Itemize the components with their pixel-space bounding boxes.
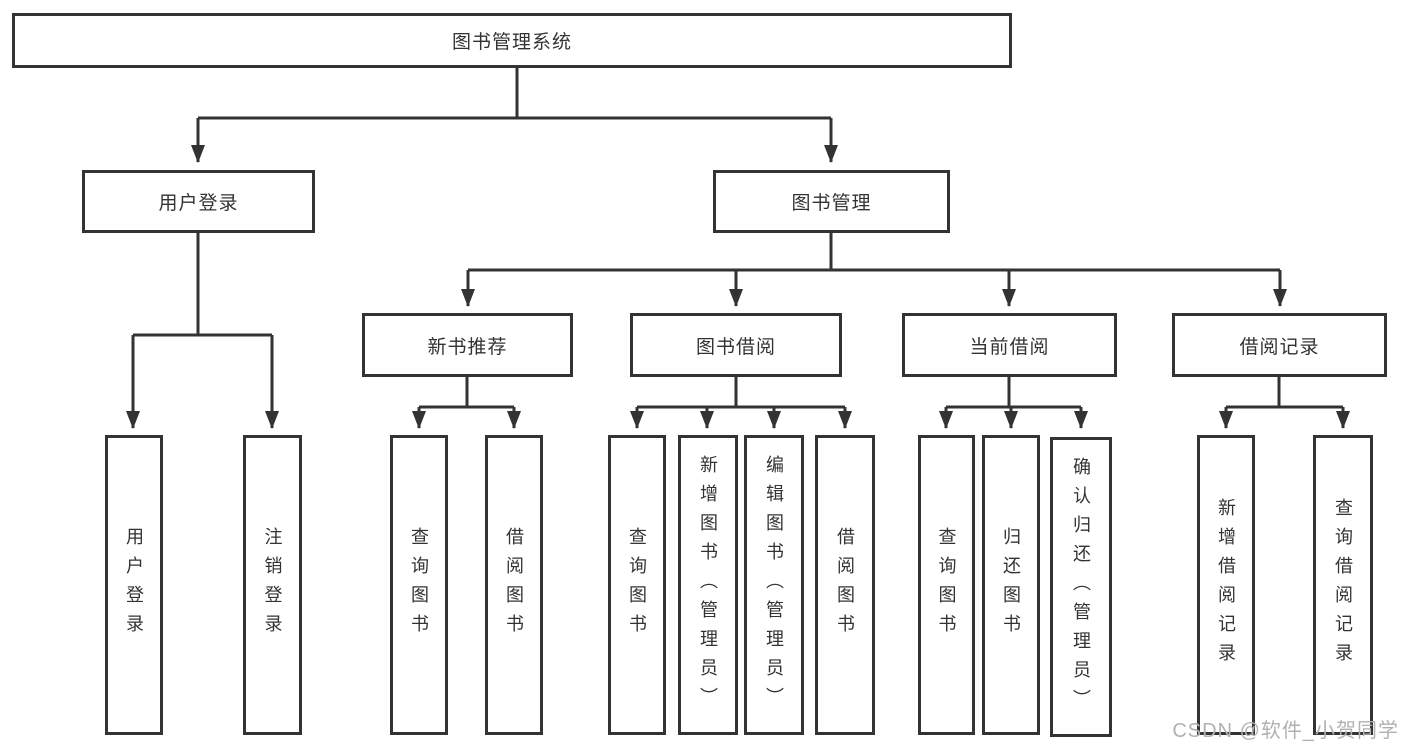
leaf-borrow-books-recommend: 借阅图书 xyxy=(485,435,543,735)
node-book-borrow-label: 图书借阅 xyxy=(695,336,776,358)
leaf-add-book-admin-label: 新增图书（管理员） xyxy=(698,454,718,716)
leaf-add-book-admin: 新增图书（管理员） xyxy=(678,435,738,735)
leaf-return-books-label: 归还图书 xyxy=(1001,527,1021,643)
leaf-borrow-books: 借阅图书 xyxy=(815,435,875,735)
node-user-login: 用户登录 xyxy=(82,170,315,233)
leaf-edit-book-admin-label: 编辑图书（管理员） xyxy=(764,454,784,716)
node-user-login-label: 用户登录 xyxy=(158,193,239,214)
leaf-borrow-books-label: 借阅图书 xyxy=(835,527,855,643)
leaf-query-books-recommend: 查询图书 xyxy=(390,435,448,735)
node-root: 图书管理系统 xyxy=(12,13,1012,68)
leaf-query-books-current-label: 查询图书 xyxy=(936,527,957,643)
node-current-borrow-label: 当前借阅 xyxy=(969,336,1050,358)
leaf-query-borrow-record-label: 查询借阅记录 xyxy=(1333,498,1353,672)
node-borrow-records-label: 借阅记录 xyxy=(1239,336,1320,358)
leaf-user-login: 用户登录 xyxy=(105,435,163,735)
leaf-user-login-label: 用户登录 xyxy=(124,527,144,643)
leaf-logout-label: 注销登录 xyxy=(262,527,283,643)
leaf-query-books-current: 查询图书 xyxy=(918,435,975,735)
leaf-add-borrow-record: 新增借阅记录 xyxy=(1197,435,1255,735)
node-root-label: 图书管理系统 xyxy=(451,32,572,53)
node-new-book-recommend: 新书推荐 xyxy=(362,313,573,377)
leaf-add-borrow-record-label: 新增借阅记录 xyxy=(1216,498,1236,672)
node-book-management: 图书管理 xyxy=(713,170,950,233)
leaf-query-books-borrow: 查询图书 xyxy=(608,435,666,735)
leaf-confirm-return-admin-label: 确认归还（管理员） xyxy=(1071,456,1091,718)
leaf-edit-book-admin: 编辑图书（管理员） xyxy=(744,435,804,735)
leaf-return-books: 归还图书 xyxy=(982,435,1040,735)
leaf-query-books-recommend-label: 查询图书 xyxy=(409,527,429,643)
node-book-management-label: 图书管理 xyxy=(791,193,872,214)
leaf-borrow-books-recommend-label: 借阅图书 xyxy=(504,527,524,643)
csdn-watermark: CSDN @软件_小贺同学 xyxy=(1172,720,1399,742)
leaf-query-books-borrow-label: 查询图书 xyxy=(627,527,647,643)
leaf-confirm-return-admin: 确认归还（管理员） xyxy=(1050,437,1112,737)
leaf-logout: 注销登录 xyxy=(243,435,302,735)
leaf-query-borrow-record: 查询借阅记录 xyxy=(1313,435,1373,735)
node-borrow-records: 借阅记录 xyxy=(1172,313,1387,377)
node-book-borrow: 图书借阅 xyxy=(630,313,842,377)
node-current-borrow: 当前借阅 xyxy=(902,313,1117,377)
node-new-book-recommend-label: 新书推荐 xyxy=(427,336,508,358)
